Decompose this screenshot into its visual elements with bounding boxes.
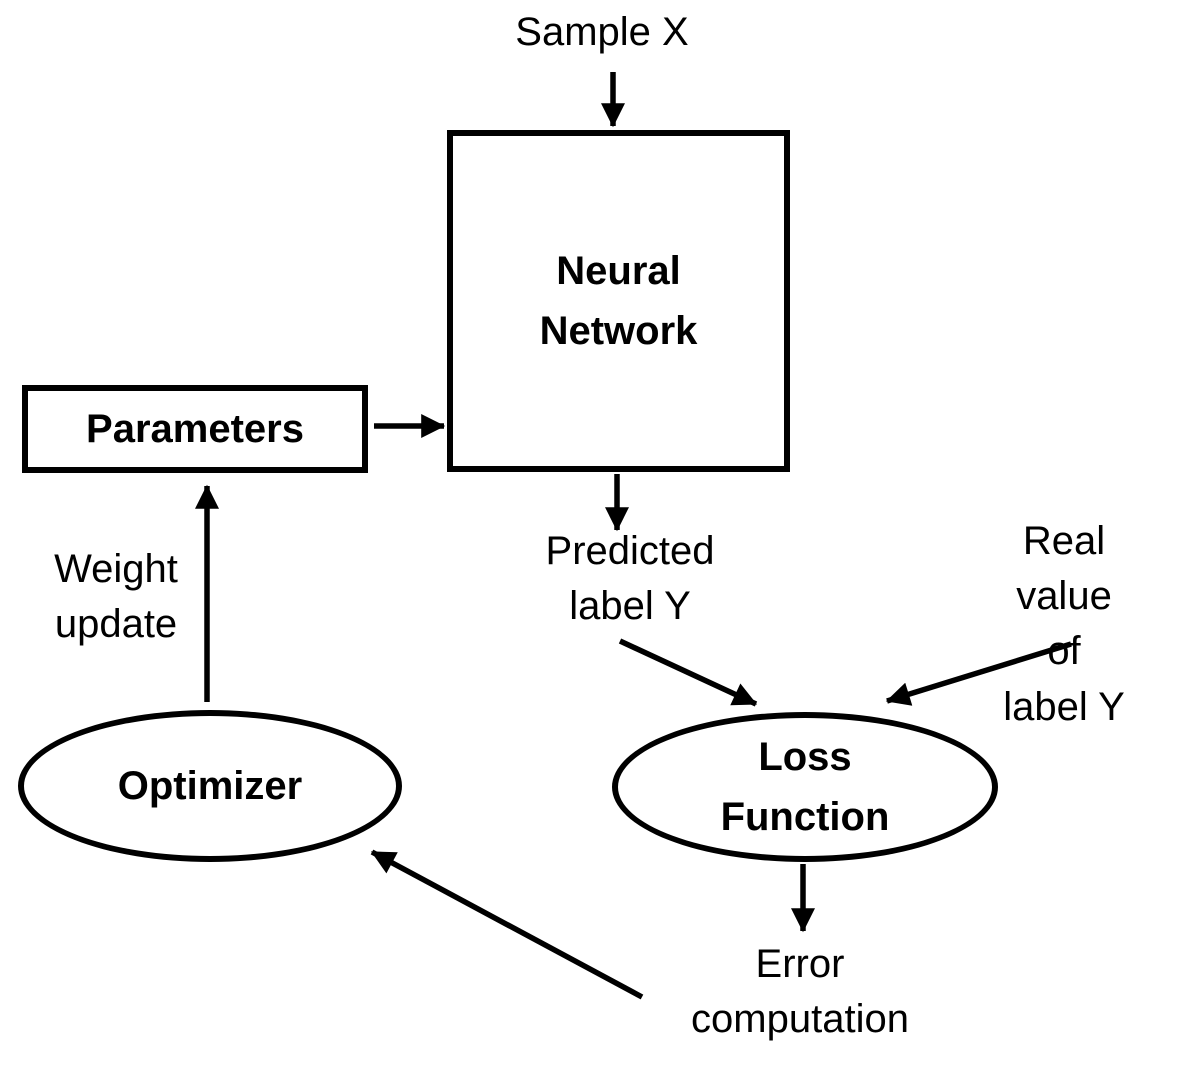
node-loss-function: Loss Function (612, 712, 998, 862)
label-real-value-of-label-y: Real value of label Y (1003, 519, 1125, 729)
node-neural-network: Neural Network (447, 130, 790, 472)
node-optimizer-label: Optimizer (117, 764, 303, 808)
label-predicted-label-y: Predicted label Y (545, 529, 715, 629)
label-error-computation: Error computation (691, 942, 909, 1042)
arrow-error-to-optimizer (370, 849, 644, 1000)
label-weight-update: Weight update (54, 547, 178, 647)
node-loss-function-label: Loss Function (720, 735, 890, 839)
node-optimizer: Optimizer (18, 710, 402, 862)
arrow-predicted-to-loss (618, 638, 758, 707)
node-parameters-label: Parameters (86, 407, 304, 451)
label-sample-x: Sample X (515, 10, 689, 54)
node-neural-network-label: Neural Network (539, 249, 698, 353)
node-parameters: Parameters (22, 385, 368, 473)
